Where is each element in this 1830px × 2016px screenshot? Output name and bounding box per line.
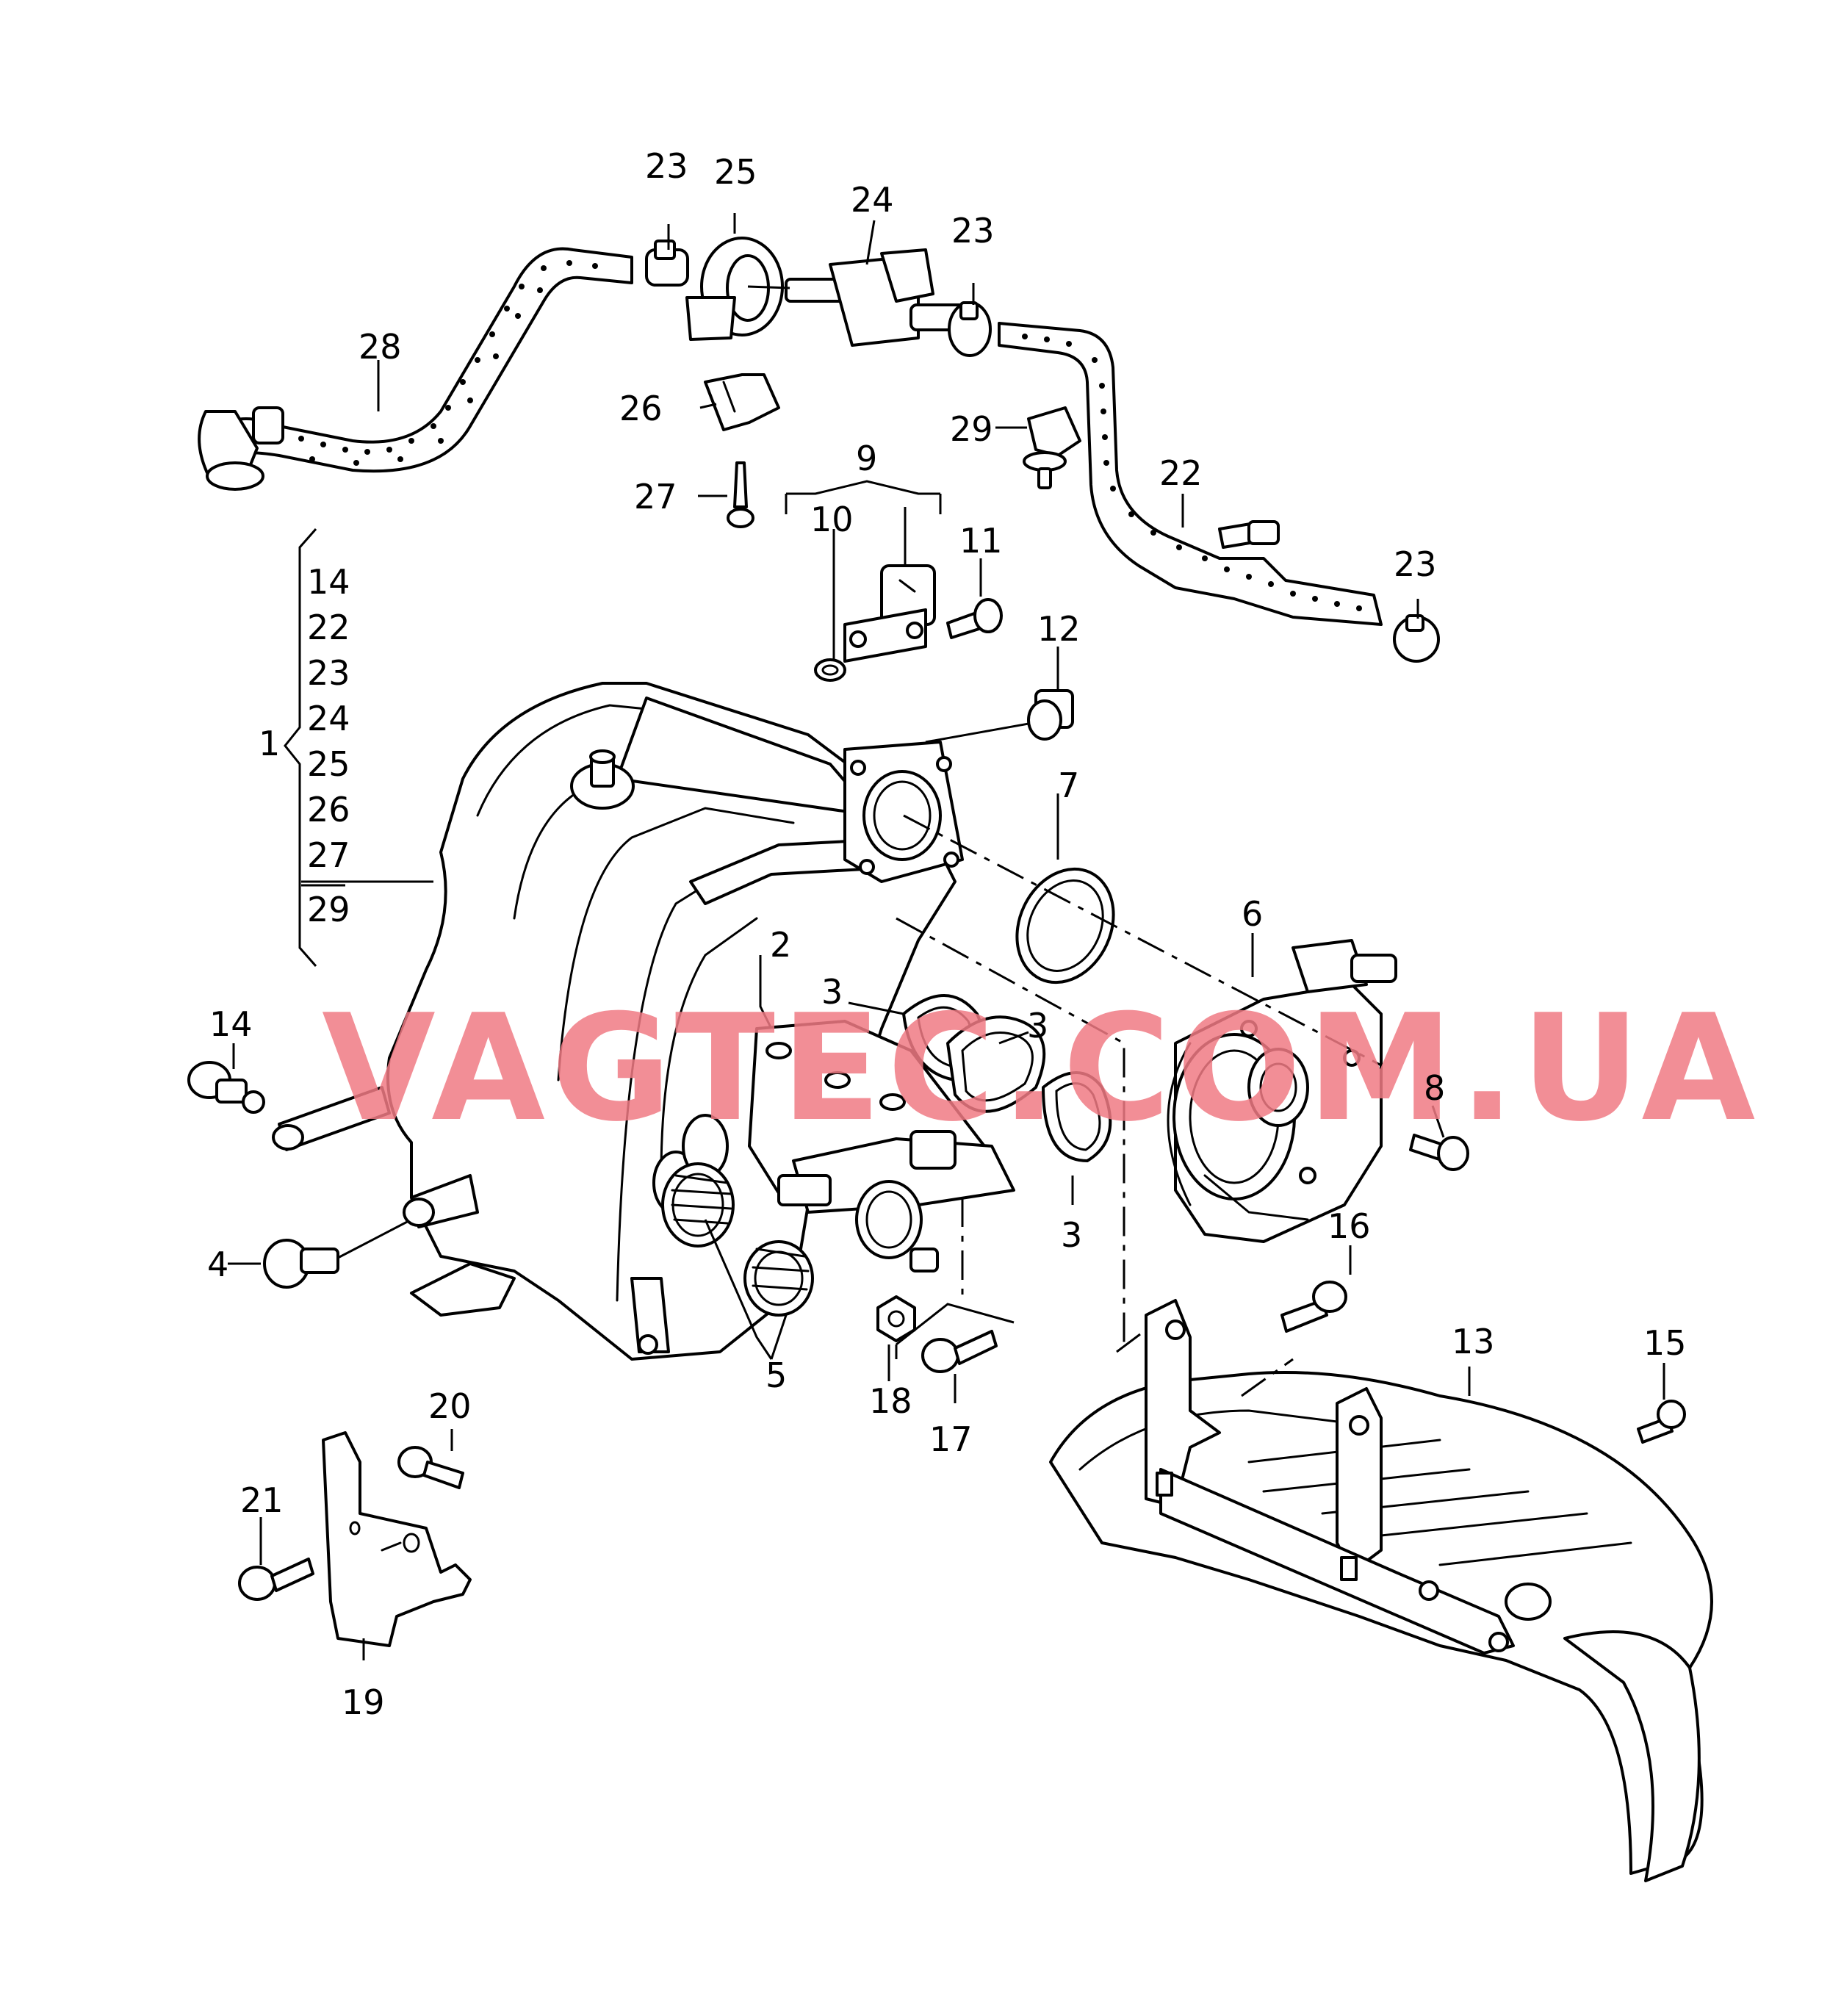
gasket-3-b bbox=[946, 1015, 1046, 1113]
group-1-item: 23 bbox=[307, 653, 350, 693]
bolt-16 bbox=[1280, 1281, 1347, 1333]
callout-9: 9 bbox=[856, 439, 877, 478]
group-1-item: 29 bbox=[307, 890, 350, 929]
callout-20: 20 bbox=[428, 1386, 472, 1426]
screw-11 bbox=[946, 598, 1003, 639]
callout-27: 27 bbox=[634, 477, 677, 516]
callout-16: 16 bbox=[1328, 1206, 1371, 1246]
gasket-3-c bbox=[1042, 1071, 1112, 1162]
callout-26: 26 bbox=[619, 389, 663, 428]
watermark: VAGTEC.COM.UA bbox=[322, 983, 1761, 1154]
callout-25: 25 bbox=[714, 152, 757, 192]
hose-28-dots bbox=[298, 260, 598, 466]
callout-7: 7 bbox=[1058, 766, 1079, 805]
callout-29: 29 bbox=[950, 409, 993, 449]
bracket-26 bbox=[704, 373, 780, 431]
callout-15: 15 bbox=[1643, 1323, 1687, 1363]
group-1-item: 27 bbox=[307, 835, 350, 875]
callout-3-b: 3 bbox=[1027, 1006, 1048, 1045]
group-brace-1 bbox=[284, 528, 345, 967]
screw-27 bbox=[727, 461, 754, 528]
hose-clamp-23-left bbox=[645, 240, 689, 287]
hose-22 bbox=[998, 322, 1383, 626]
clip-29 bbox=[1023, 406, 1081, 489]
bolt-17 bbox=[921, 1330, 998, 1373]
bolt-4 bbox=[263, 1198, 435, 1289]
seal-ring-7 bbox=[1015, 867, 1115, 984]
callout-21: 21 bbox=[240, 1480, 284, 1520]
callout-14: 14 bbox=[209, 1004, 253, 1044]
callout-12: 12 bbox=[1037, 609, 1081, 649]
callout-6: 6 bbox=[1242, 894, 1263, 934]
damper-25 bbox=[685, 237, 784, 341]
callout-8: 8 bbox=[1424, 1068, 1445, 1108]
callout-22: 22 bbox=[1159, 453, 1203, 493]
leader-lines bbox=[228, 213, 1665, 1660]
group-1-item: 14 bbox=[307, 562, 350, 602]
group-1-item: 26 bbox=[307, 790, 350, 829]
callout-17: 17 bbox=[929, 1419, 973, 1459]
callout-3-c: 3 bbox=[1061, 1215, 1082, 1255]
callout-23-c: 23 bbox=[1394, 544, 1437, 584]
leader-12 bbox=[925, 722, 1029, 744]
hose-28 bbox=[198, 247, 633, 491]
callout-24: 24 bbox=[851, 180, 894, 220]
plug-12 bbox=[1027, 689, 1074, 741]
group-1-item: 25 bbox=[307, 744, 350, 784]
hose-22-dots bbox=[1022, 334, 1362, 611]
sensor-9 bbox=[843, 564, 936, 663]
callout-18: 18 bbox=[869, 1381, 912, 1421]
assembly-lines bbox=[896, 814, 1382, 1397]
callout-19: 19 bbox=[342, 1682, 385, 1722]
group-1-item: 22 bbox=[307, 608, 350, 647]
callout-28: 28 bbox=[359, 327, 402, 367]
group-1-item: 24 bbox=[307, 699, 350, 738]
fitting-14 bbox=[187, 1061, 391, 1151]
callout-5: 5 bbox=[765, 1356, 787, 1395]
throttle-body-6 bbox=[1167, 939, 1397, 1243]
intake-flange-2 bbox=[748, 1020, 1015, 1272]
valve-24 bbox=[747, 248, 971, 347]
heat-shield-13 bbox=[1049, 1299, 1713, 1882]
callout-11: 11 bbox=[959, 521, 1003, 561]
callout-1: 1 bbox=[259, 724, 280, 763]
rubber-sleeve-5 bbox=[661, 1162, 814, 1317]
screw-21 bbox=[238, 1558, 314, 1601]
bolt-15 bbox=[1637, 1400, 1686, 1444]
screw-20 bbox=[397, 1446, 464, 1489]
bracket-19 bbox=[322, 1431, 472, 1647]
callout-10: 10 bbox=[810, 500, 854, 539]
hose-clamp-23-right bbox=[1393, 614, 1440, 663]
callout-4: 4 bbox=[207, 1245, 228, 1284]
hose-clamp-23-middle bbox=[948, 301, 992, 357]
callout-2: 2 bbox=[770, 925, 791, 965]
o-ring-10 bbox=[814, 658, 846, 682]
callout-23-b: 23 bbox=[951, 211, 995, 251]
callout-3-a: 3 bbox=[821, 972, 843, 1012]
callout-23-a: 23 bbox=[645, 146, 688, 186]
callout-13: 13 bbox=[1452, 1322, 1495, 1361]
screw-8 bbox=[1409, 1134, 1469, 1171]
